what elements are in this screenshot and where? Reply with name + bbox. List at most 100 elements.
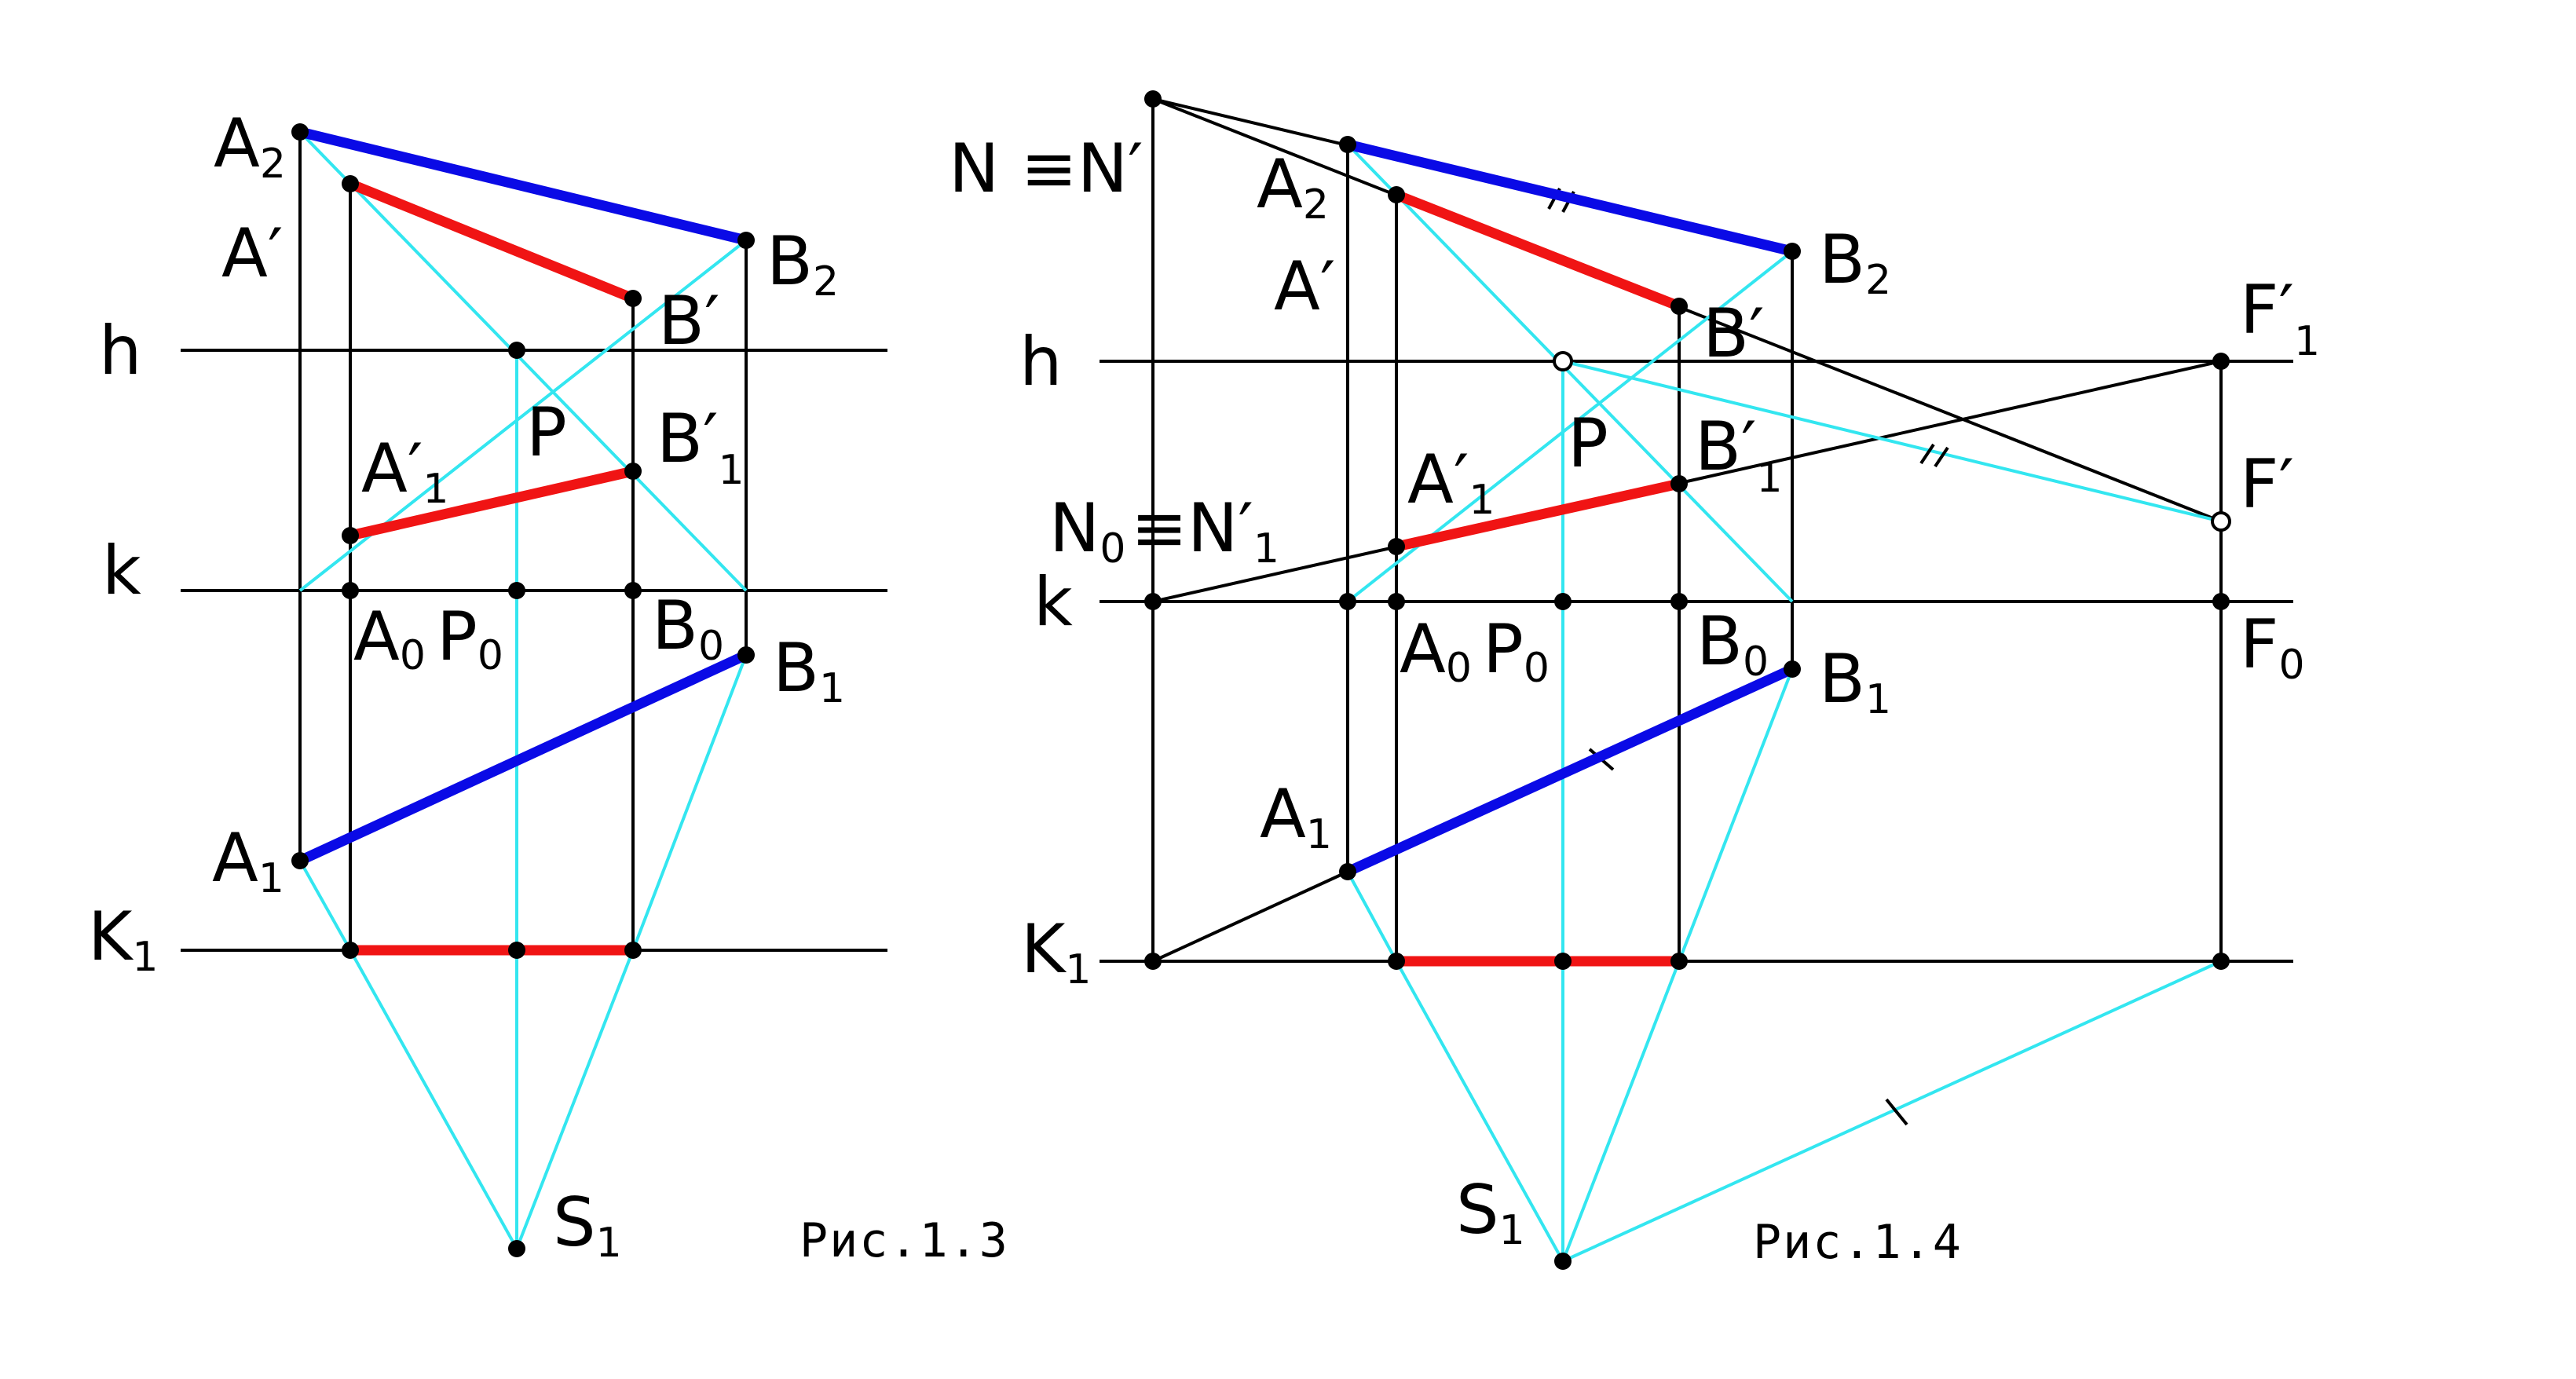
label-k: k [1034,563,1073,642]
fig14-tick-mark [1919,443,1935,465]
label-F1-prime: F′1 [2240,271,2320,365]
fig13-aux-line [298,860,352,951]
label-K1: K1 [1021,910,1092,993]
fig14-tick-mark [1885,1098,1908,1126]
fig14-segment-A1B1-prime [1395,478,1681,552]
fig13-point [624,582,642,599]
label-N1-prime: ≡N′1 [1131,489,1279,572]
fig14-point [1670,593,1688,610]
label-P0: P0 [437,598,503,679]
fig14-aux-line [1346,871,1398,962]
label-A1: A1 [1260,775,1332,858]
fig14-point [1388,186,1405,203]
label-S1: S1 [553,1183,622,1267]
fig14-aux-line [1346,143,1794,603]
fig14-point [1554,1253,1572,1270]
fig14-segment-A1B1 [1345,664,1795,876]
fig13-point [508,942,525,959]
label-B1-prime: B′1 [1695,408,1783,502]
figure-1-4: N ≡N′ A2 A′ B2 B′ F′1 h P B′1 F′ N0 ≡N′1… [949,90,2320,1270]
label-F-prime: F′ [2240,445,2294,524]
fig14-auxiliary-lines [1346,143,2222,1263]
fig14-point [1553,351,1573,371]
fig13-point [342,175,359,192]
fig13-point [624,463,642,480]
label-A0: A0 [353,598,426,679]
label-k: k [102,532,141,610]
fig13-segment-A2B2 [298,126,748,246]
fig14-point [1339,593,1356,610]
fig14-point [1144,593,1162,610]
fig14-point [1388,593,1405,610]
fig13-point [624,290,642,307]
label-A1-prime: A′1 [1407,441,1495,524]
label-A2: A2 [214,104,286,188]
fig14-point [1554,593,1572,610]
fig14-point [1784,243,1801,260]
fig13-segment-A1B1-prime [349,466,635,541]
label-B1: B1 [1819,640,1891,723]
fig14-point [1339,136,1356,153]
fig14-point [2211,511,2231,532]
fig14-point [1388,538,1405,555]
label-B0: B0 [652,587,724,670]
fig13-point [342,527,359,544]
fig13-point [737,646,755,664]
label-K1: K1 [88,898,159,981]
fig14-point [1784,660,1801,678]
fig14-point [2212,953,2230,970]
fig14-construction-line [1152,97,2222,523]
fig13-aux-line [515,949,635,1249]
label-h: h [1019,323,1063,401]
figure-1-3: A2 A′ B2 B′ h P A′1 B′1 k A0 P0 B0 B1 A1… [88,104,1008,1268]
fig13-segment-AB-prime [348,178,635,304]
fig13-vertical-lines [298,132,748,950]
label-A0: A0 [1400,610,1472,692]
label-A1: A1 [212,819,284,902]
fig13-point [737,232,755,249]
fig14-segment-AB-prime [1394,189,1681,312]
fig14-point [1554,953,1572,970]
label-B1: B1 [773,629,845,712]
fig14-aux-line [1395,960,1564,1262]
fig14-point [2212,353,2230,370]
label-F0: F0 [2240,605,2305,689]
fig13-point [624,942,642,959]
fig14-points [1144,90,2231,1270]
fig14-point [1670,475,1688,492]
label-B-prime: B′ [1703,294,1765,373]
fig13-point [342,582,359,599]
fig13-points [291,123,755,1257]
fig14-point [1144,953,1162,970]
fig14-aux-line [1562,360,2222,523]
fig13-point [508,582,525,599]
fig13-aux-line [298,130,748,592]
label-B-prime: B′ [658,282,720,360]
label-N0: N0 [1049,489,1125,572]
label-A1-prime: A′1 [361,430,448,513]
figure-caption-1-4: Рис.1.4 [1753,1215,1963,1270]
label-N-equiv: N ≡N′ [949,130,1143,208]
fig13-aux-line [349,949,518,1249]
fig14-tick-mark [1934,446,1949,468]
label-S1: S1 [1456,1171,1525,1254]
fig14-point [1670,298,1688,315]
fig13-aux-line [631,654,748,951]
fig13-point [291,852,309,869]
fig14-aux-line [1678,668,1794,962]
fig14-segment-A2B2 [1346,139,1794,257]
label-A2: A2 [1257,145,1329,229]
fig13-point [291,123,309,141]
label-P: P [1568,404,1608,483]
label-h: h [99,312,142,390]
fig14-point [1388,953,1405,970]
fig13-point [342,942,359,959]
label-P: P [526,393,567,472]
fig14-aux-line [1562,960,2222,1263]
fig14-horizon-lines [1100,360,2293,963]
fig13-segment-A1B1 [298,650,748,865]
fig14-aux-line [1561,960,1681,1262]
fig14-point [1144,90,1162,108]
label-A-prime: A′ [1274,247,1335,326]
